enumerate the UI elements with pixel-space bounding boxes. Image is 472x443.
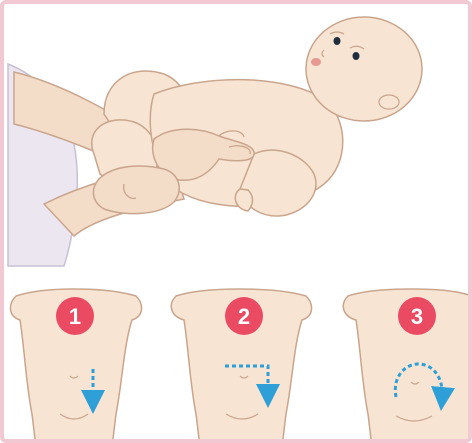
- baby-ear: [379, 95, 399, 109]
- step-3-number: 3: [411, 304, 423, 329]
- baby-eye-right: [353, 52, 360, 60]
- baby-hand: [235, 189, 252, 211]
- step-2-panel: 2: [171, 289, 311, 443]
- step-1-number: 1: [69, 304, 81, 329]
- baby-eye-left: [334, 37, 341, 45]
- illustration-canvas: 1 2 3: [4, 4, 472, 443]
- step-1-panel: 1: [10, 289, 141, 443]
- hero-illustration: [8, 17, 422, 266]
- baby-mouth: [311, 58, 321, 66]
- step-2-number: 2: [238, 304, 250, 329]
- adult-hand-lower: [93, 166, 179, 214]
- step-3-panel: 3: [343, 289, 472, 443]
- baby-head: [306, 17, 422, 121]
